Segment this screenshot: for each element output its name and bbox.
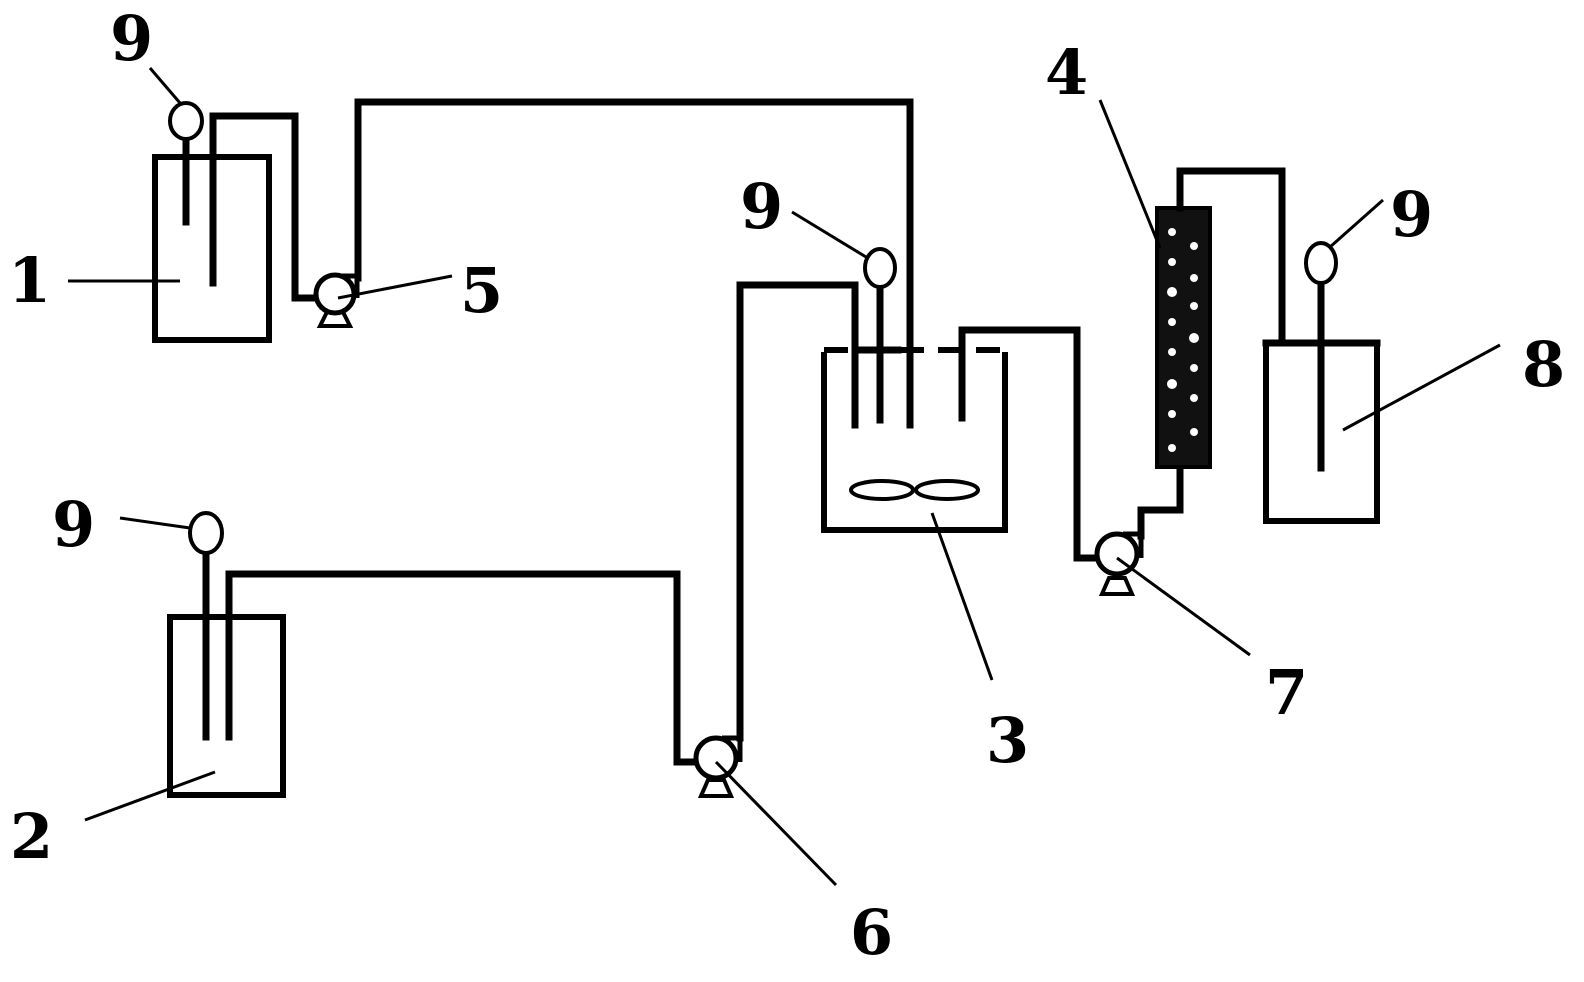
pump-7 xyxy=(1094,531,1144,596)
pump-5 xyxy=(313,272,360,328)
leader-9b xyxy=(119,516,191,530)
pipe-column-to-tank8 xyxy=(1176,167,1286,414)
leader-3 xyxy=(930,512,994,681)
label-9-tank-1: 9 xyxy=(110,2,153,75)
leader-6 xyxy=(714,760,838,887)
valve-9-reactor xyxy=(863,247,897,289)
label-5: 5 xyxy=(460,254,503,327)
leader-9a xyxy=(148,67,182,104)
pipe-reactor-to-pump7 xyxy=(958,326,1102,562)
tank-8 xyxy=(1262,276,1381,524)
leader-9c xyxy=(791,210,867,259)
pipe-pump5-to-reactor xyxy=(354,98,914,429)
pump-6 xyxy=(693,735,743,798)
valve-9-tank-8 xyxy=(1304,241,1338,285)
valve-9-tank-2 xyxy=(188,511,224,555)
pipe-pump7-to-column xyxy=(1137,463,1184,540)
tank-2 xyxy=(167,544,286,798)
label-8: 8 xyxy=(1522,328,1565,401)
label-6: 6 xyxy=(850,896,893,969)
label-1: 1 xyxy=(8,244,51,317)
leader-8 xyxy=(1342,343,1501,432)
tank-1 xyxy=(152,112,272,343)
pipe-tank1-to-pump5 xyxy=(209,112,322,302)
valve-9-tank-1 xyxy=(168,101,204,161)
label-9-tank-8: 9 xyxy=(1390,178,1433,251)
column-4 xyxy=(1155,206,1212,469)
leader-7 xyxy=(1116,556,1251,657)
leader-5 xyxy=(337,274,453,300)
label-7: 7 xyxy=(1265,656,1308,729)
leader-9d xyxy=(1329,198,1384,249)
leader-2 xyxy=(84,770,216,822)
label-9-reactor: 9 xyxy=(740,170,783,243)
label-4: 4 xyxy=(1045,36,1088,109)
label-3: 3 xyxy=(986,704,1029,777)
label-9-tank-2: 9 xyxy=(52,488,95,561)
leader-4 xyxy=(1098,99,1162,249)
label-2: 2 xyxy=(10,800,53,873)
pipe-tank2-to-pump6 xyxy=(225,570,702,766)
reactor-3 xyxy=(821,281,1008,533)
